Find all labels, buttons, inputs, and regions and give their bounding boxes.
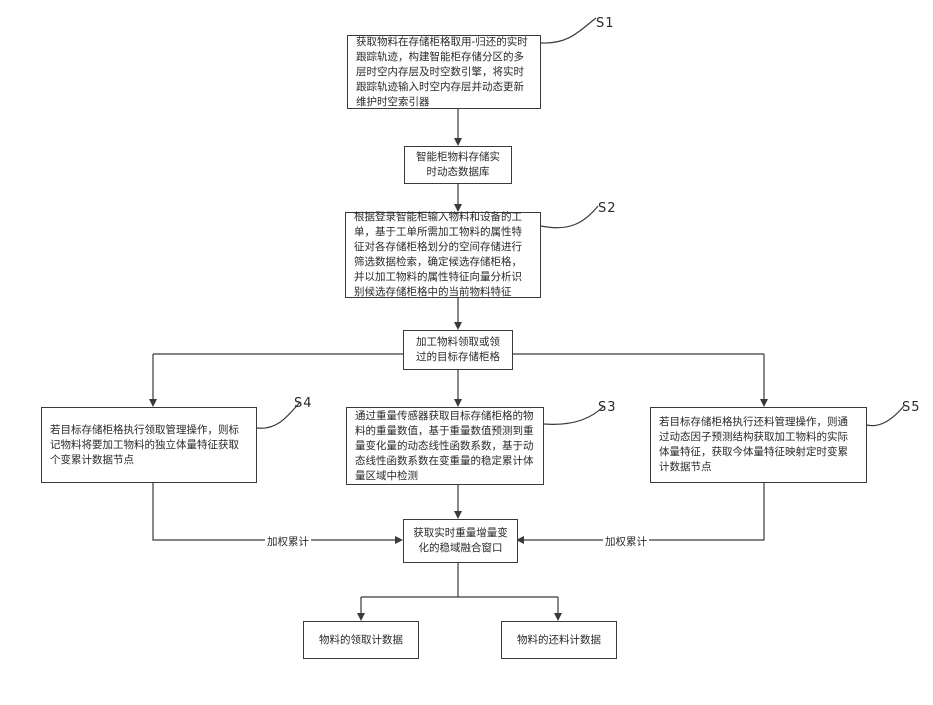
box-return-count-text: 物料的还料计数据 [517, 633, 601, 648]
callout-s5 [867, 406, 904, 426]
step-label-s2: S2 [598, 201, 617, 216]
step-label-s1: S1 [596, 16, 615, 31]
box-take-operation-text: 若目标存储柜格执行领取管理操作，则标记物料将要加工物料的独立体量特征获取个变累计… [50, 423, 248, 468]
box-return-operation: 若目标存储柜格执行还料管理操作，则通过动态因子预测结构获取加工物料的实际体量特征… [650, 407, 867, 483]
callout-s3 [544, 406, 604, 424]
box-work-order-search-text: 根据登录智能柜输入物料和设备的工单，基于工单所需加工物料的属性特征对各存储柜格划… [354, 210, 532, 300]
box-take-operation: 若目标存储柜格执行领取管理操作，则标记物料将要加工物料的独立体量特征获取个变累计… [41, 407, 257, 483]
step-label-s3: S3 [598, 400, 617, 415]
box-return-count: 物料的还料计数据 [501, 621, 617, 659]
box-fusion-window-text: 获取实时重量增量变化的稳域融合窗口 [412, 526, 509, 556]
arrow-box7-box8 [518, 483, 764, 540]
step-label-s5: S5 [902, 400, 921, 415]
step-label-s4: S4 [294, 396, 313, 411]
box-weight-sensor: 通过重量传感器获取目标存储柜格的物料的重量数值，基于重量数值预测到重量变化量的动… [346, 407, 544, 485]
box-target-cabinet-text: 加工物料领取或领过的目标存储柜格 [412, 335, 504, 365]
edge-label-weighted-left: 加权累计 [265, 534, 311, 549]
arrow-box5-box8 [153, 483, 401, 540]
box-target-cabinet: 加工物料领取或领过的目标存储柜格 [403, 330, 513, 370]
box-realtime-db-text: 智能柜物料存储实时动态数据库 [413, 150, 503, 180]
box-fusion-window: 获取实时重量增量变化的稳域融合窗口 [403, 519, 518, 563]
edge-label-weighted-right: 加权累计 [603, 534, 649, 549]
box-track-index: 获取物料在存储柜格取用-归还的实时跟踪轨迹，构建智能柜存储分区的多层时空内存层及… [347, 35, 541, 109]
box-work-order-search: 根据登录智能柜输入物料和设备的工单，基于工单所需加工物料的属性特征对各存储柜格划… [345, 212, 541, 298]
box-track-index-text: 获取物料在存储柜格取用-归还的实时跟踪轨迹，构建智能柜存储分区的多层时空内存层及… [356, 35, 532, 110]
box-weight-sensor-text: 通过重量传感器获取目标存储柜格的物料的重量数值，基于重量数值预测到重量变化量的动… [355, 409, 535, 484]
callout-s2 [541, 206, 598, 228]
box-return-operation-text: 若目标存储柜格执行还料管理操作，则通过动态因子预测结构获取加工物料的实际体量特征… [659, 415, 858, 475]
box-take-count: 物料的领取计数据 [303, 621, 419, 659]
callout-s1 [541, 18, 596, 43]
box-realtime-db: 智能柜物料存储实时动态数据库 [404, 146, 512, 184]
box-take-count-text: 物料的领取计数据 [319, 633, 403, 648]
